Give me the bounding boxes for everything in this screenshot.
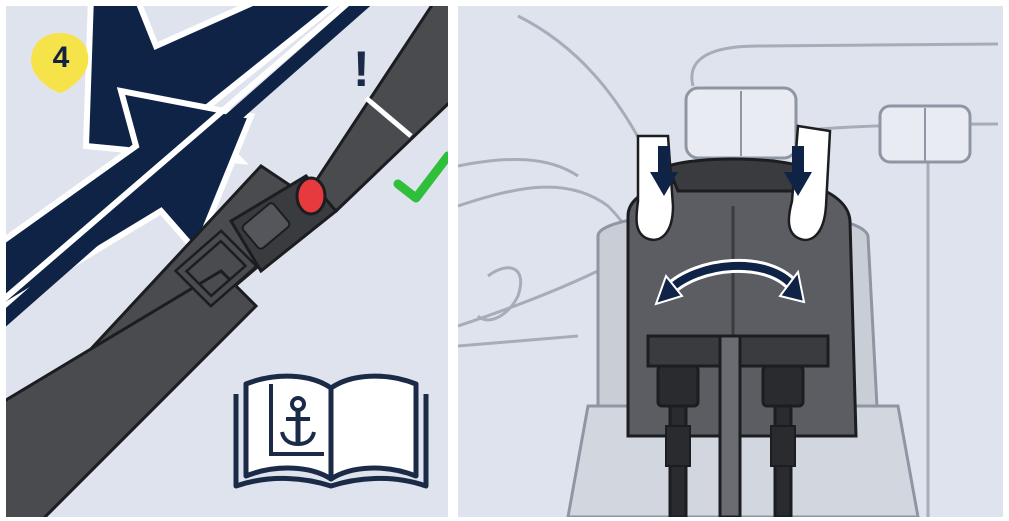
down-arrow-icon bbox=[650, 146, 812, 196]
tighten-arrows-icon bbox=[6, 6, 371, 327]
check-icon bbox=[393, 151, 448, 203]
belt-buckle bbox=[173, 174, 339, 308]
warning-mark: ! bbox=[353, 41, 370, 97]
step-number: 4 bbox=[52, 41, 70, 74]
buckle-release-button bbox=[295, 176, 327, 216]
curved-double-arrow-icon bbox=[664, 261, 797, 295]
car-interior-lines bbox=[458, 14, 999, 517]
manual-anchor-icon bbox=[233, 373, 429, 489]
seat-illustration bbox=[458, 14, 999, 517]
belt-illustration bbox=[6, 6, 448, 517]
belt-tension-panel: 4 ! bbox=[6, 6, 448, 517]
seat-installation-panel bbox=[458, 6, 1003, 517]
isofix-latch-left bbox=[656, 364, 700, 408]
step-badge bbox=[30, 33, 89, 93]
isofix-latch-right bbox=[761, 364, 805, 408]
